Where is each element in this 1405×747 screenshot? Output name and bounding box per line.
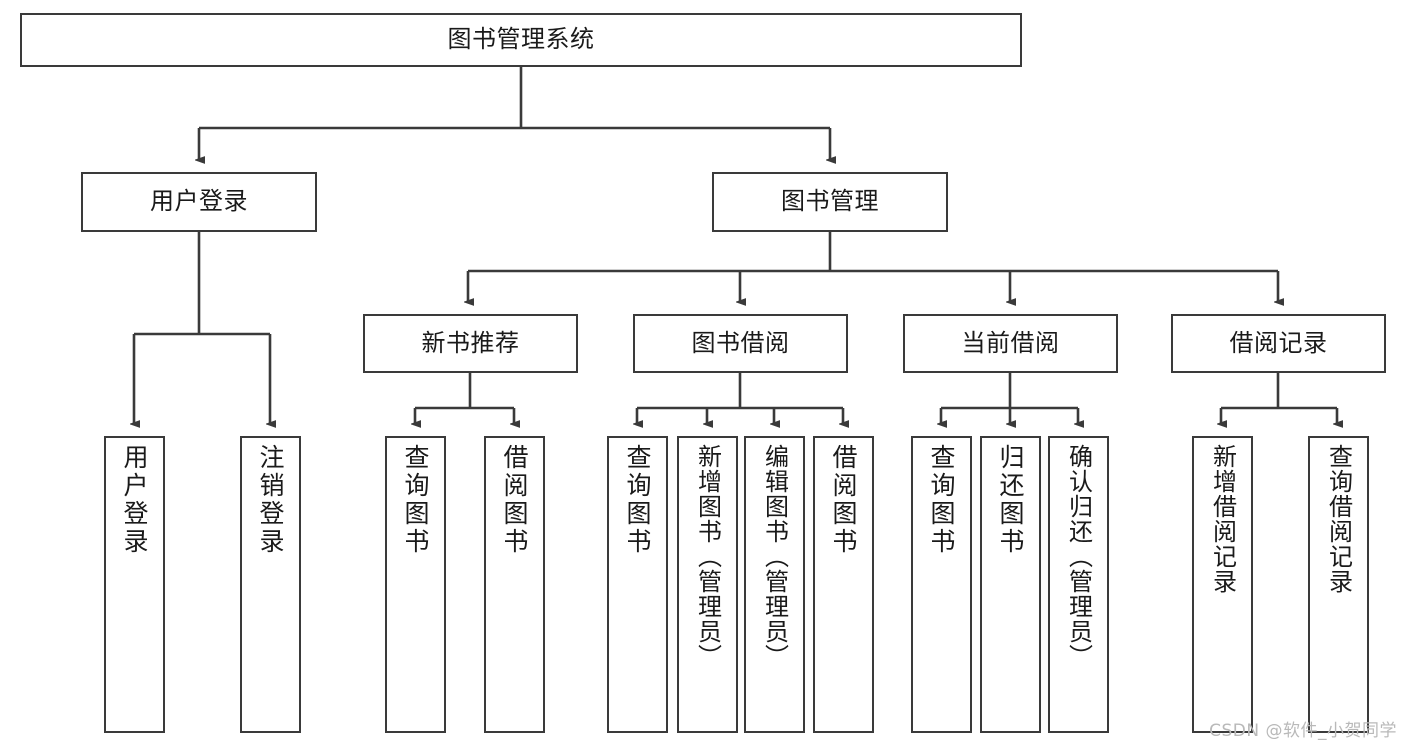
leaf-borrow-books-borrow[interactable]: 借阅图书: [813, 436, 874, 733]
leaf-borrow-books-borrow-label: 借阅图书: [829, 444, 858, 556]
leaf-add-book-admin-label: 新增图书（管理员）: [693, 444, 722, 669]
leaf-query-books-recommend-label: 查询图书: [401, 444, 430, 556]
leaf-add-book-admin[interactable]: 新增图书（管理员）: [677, 436, 738, 733]
leaf-add-borrow-record-label: 新增借阅记录: [1208, 444, 1237, 594]
leaf-logout[interactable]: 注销登录: [240, 436, 301, 733]
node-user-login[interactable]: 用户登录: [81, 172, 317, 232]
leaf-query-borrow-record[interactable]: 查询借阅记录: [1308, 436, 1369, 733]
node-new-book-recommend-label: 新书推荐: [421, 328, 520, 357]
leaf-query-borrow-record-label: 查询借阅记录: [1324, 444, 1353, 594]
node-book-borrow[interactable]: 图书借阅: [633, 314, 848, 373]
node-current-borrow-label: 当前借阅: [961, 328, 1060, 357]
leaf-confirm-return-admin[interactable]: 确认归还（管理员）: [1048, 436, 1109, 733]
leaf-return-books-label: 归还图书: [996, 444, 1025, 556]
leaf-user-login-label: 用户登录: [120, 444, 149, 556]
node-book-management[interactable]: 图书管理: [712, 172, 948, 232]
leaf-add-borrow-record[interactable]: 新增借阅记录: [1192, 436, 1253, 733]
leaf-borrow-books-recommend[interactable]: 借阅图书: [484, 436, 545, 733]
leaf-user-login[interactable]: 用户登录: [104, 436, 165, 733]
node-root-label: 图书管理系统: [447, 25, 595, 54]
leaf-query-books-borrow[interactable]: 查询图书: [607, 436, 668, 733]
leaf-query-books-recommend[interactable]: 查询图书: [385, 436, 446, 733]
node-user-login-label: 用户登录: [150, 187, 248, 216]
watermark-text: CSDN @软件_小贺同学: [1209, 721, 1397, 741]
node-book-borrow-label: 图书借阅: [691, 328, 790, 357]
leaf-query-books-current[interactable]: 查询图书: [911, 436, 972, 733]
leaf-query-books-current-label: 查询图书: [927, 444, 956, 556]
node-current-borrow[interactable]: 当前借阅: [903, 314, 1118, 373]
leaf-query-books-borrow-label: 查询图书: [623, 444, 652, 556]
node-book-management-label: 图书管理: [781, 187, 879, 216]
node-borrow-records-label: 借阅记录: [1229, 328, 1328, 357]
leaf-borrow-books-recommend-label: 借阅图书: [500, 444, 529, 556]
node-new-book-recommend[interactable]: 新书推荐: [363, 314, 578, 373]
leaf-edit-book-admin-label: 编辑图书（管理员）: [760, 444, 789, 669]
leaf-logout-label: 注销登录: [256, 444, 285, 556]
leaf-return-books[interactable]: 归还图书: [980, 436, 1041, 733]
leaf-confirm-return-admin-label: 确认归还（管理员）: [1064, 444, 1093, 669]
leaf-edit-book-admin[interactable]: 编辑图书（管理员）: [744, 436, 805, 733]
node-borrow-records[interactable]: 借阅记录: [1171, 314, 1386, 373]
node-root[interactable]: 图书管理系统: [20, 13, 1022, 67]
